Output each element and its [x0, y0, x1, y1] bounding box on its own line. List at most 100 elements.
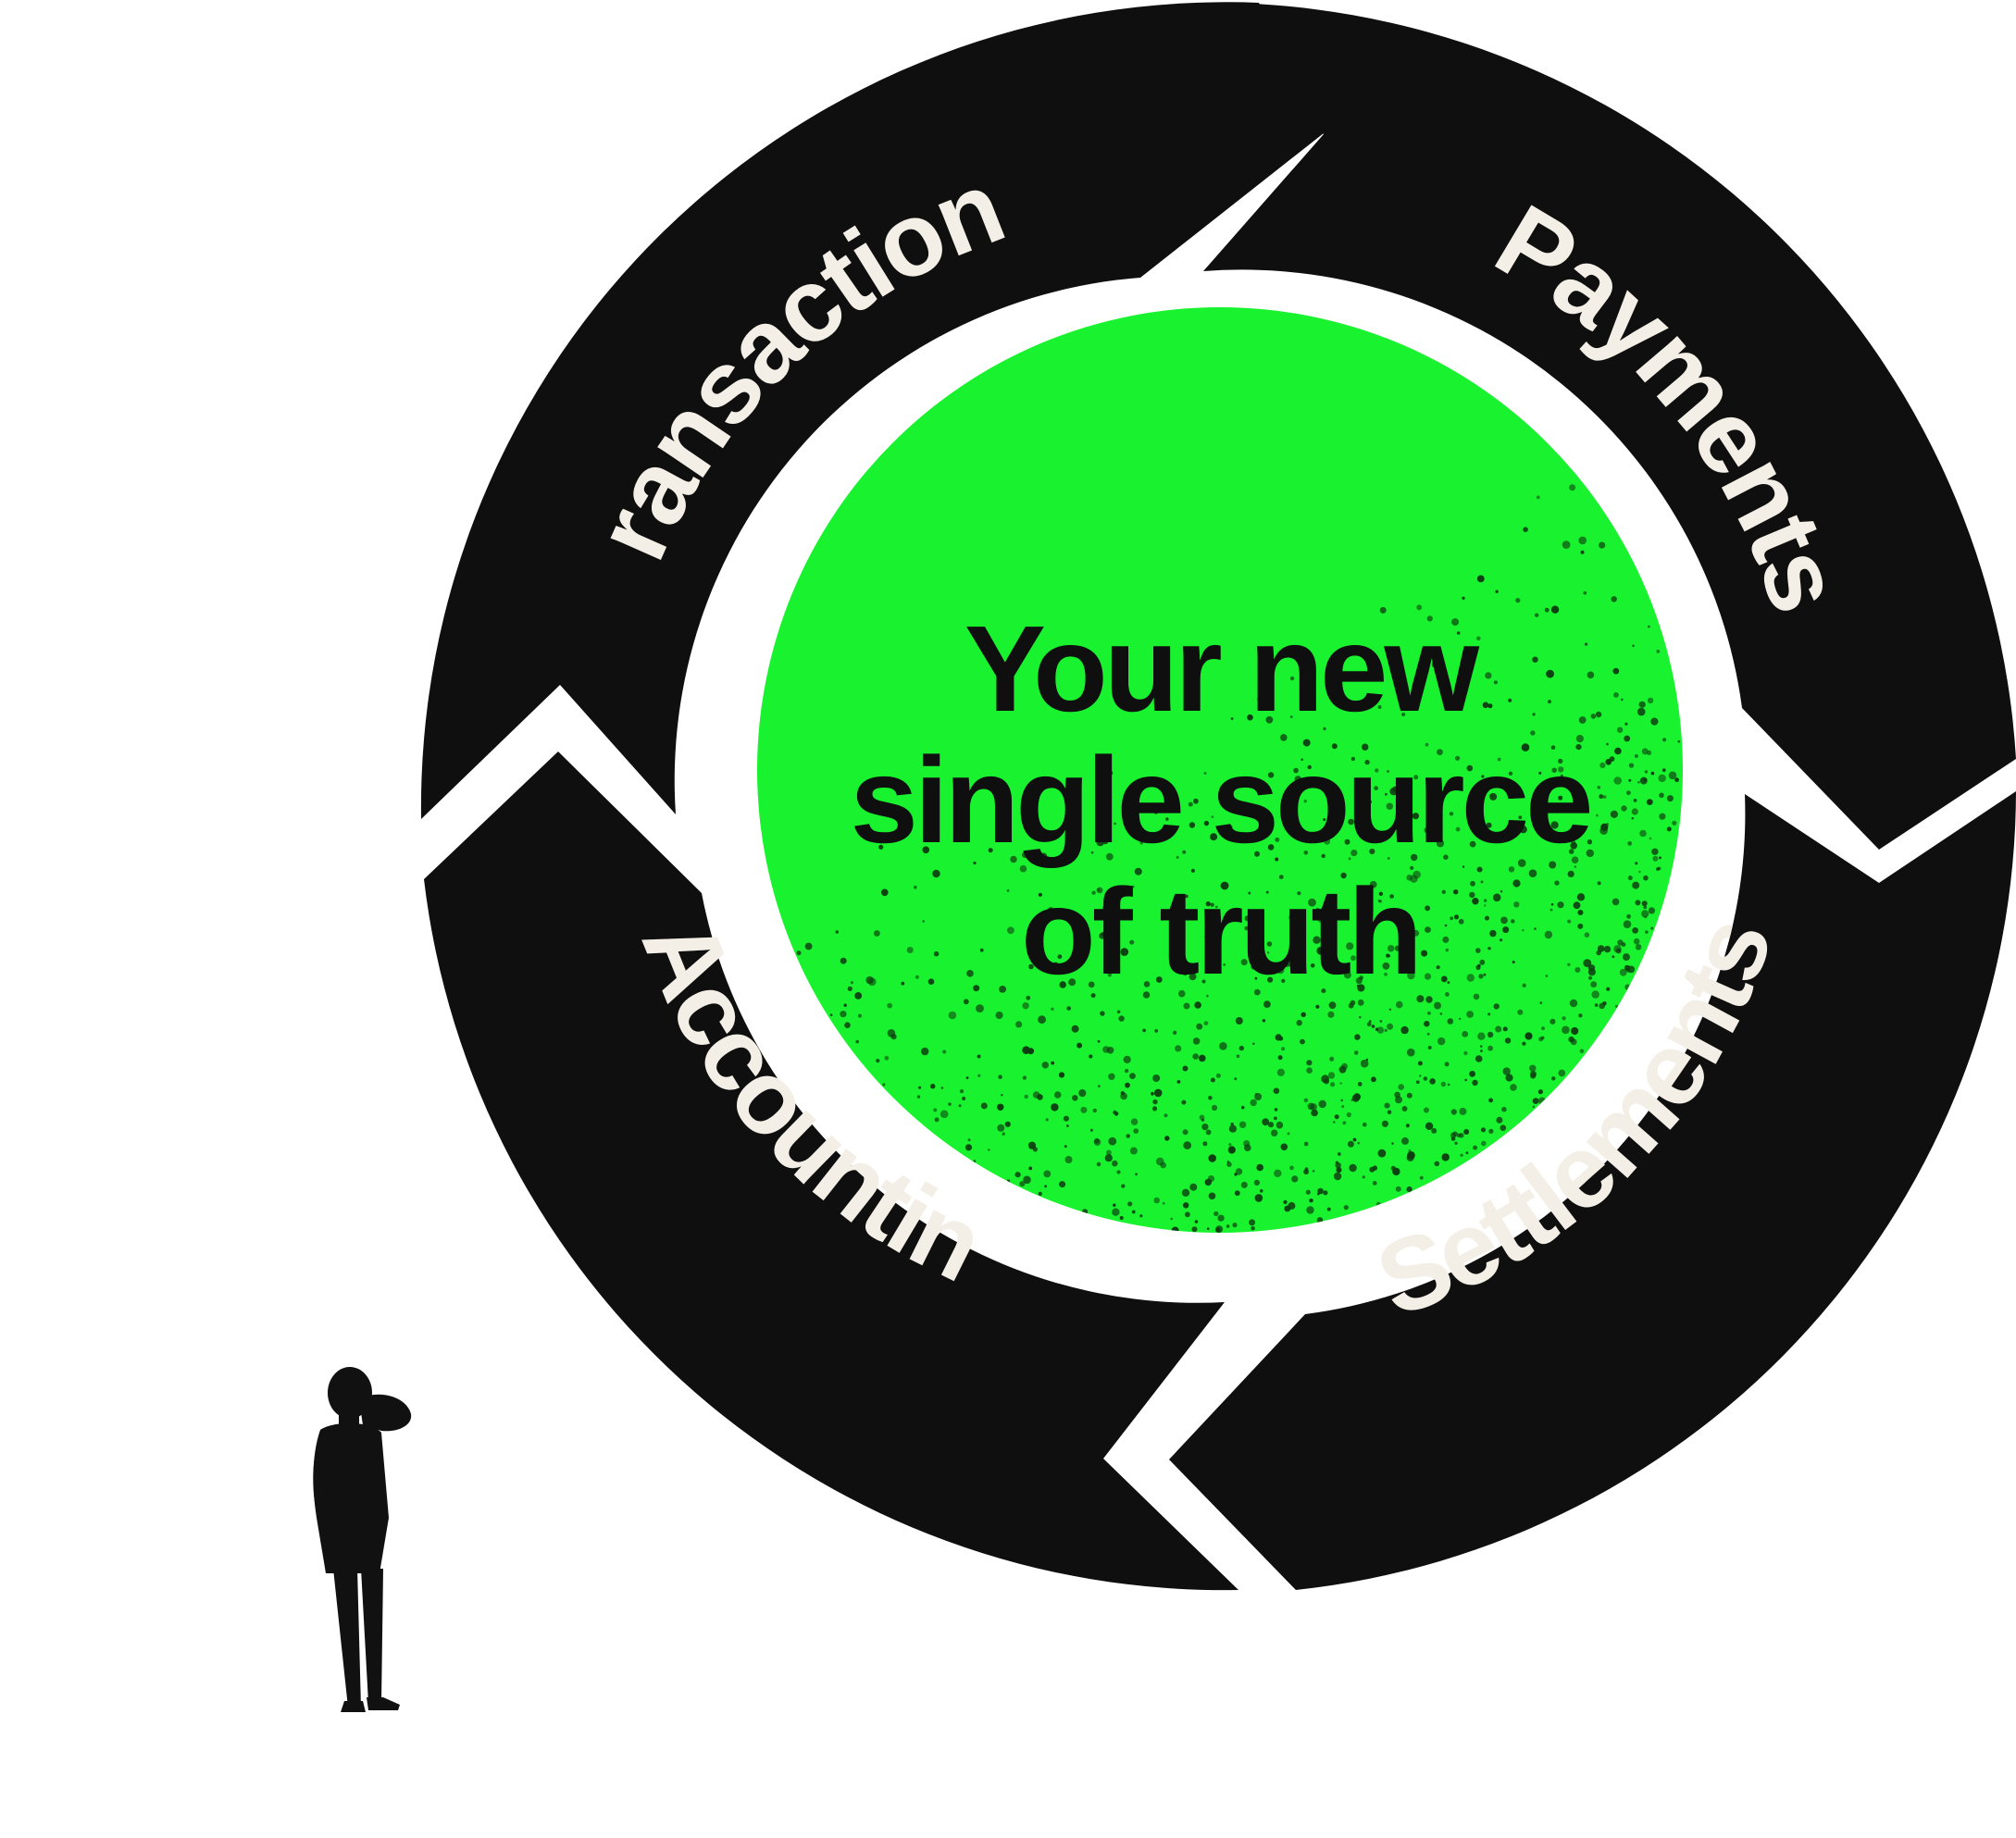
speckle-dot	[1217, 1214, 1225, 1222]
speckle-dot	[1183, 1002, 1190, 1010]
speckle-dot	[1577, 923, 1584, 929]
speckle-dot	[930, 1084, 936, 1089]
speckle-dot	[1379, 1020, 1383, 1023]
speckle-dot	[1473, 1145, 1478, 1150]
speckle-dot	[1344, 838, 1350, 845]
speckle-dot	[1339, 1082, 1342, 1085]
speckle-dot	[1123, 1055, 1131, 1063]
speckle-dot	[1350, 1099, 1353, 1101]
speckle-dot	[1196, 1023, 1203, 1030]
speckle-dot	[1558, 758, 1563, 764]
speckle-dot	[1323, 1190, 1328, 1196]
speckle-dot	[1240, 1105, 1245, 1110]
speckle-dot	[1090, 851, 1094, 854]
speckle-dot	[1350, 850, 1358, 857]
center-title-line-1: Your new	[964, 601, 1480, 737]
speckle-dot	[1265, 890, 1269, 894]
speckle-dot	[1304, 1167, 1309, 1172]
speckle-dot	[1332, 1121, 1336, 1124]
speckle-dot	[1532, 1105, 1536, 1109]
speckle-dot	[964, 1144, 973, 1151]
speckle-dot	[1488, 1098, 1493, 1103]
speckle-dot	[1567, 962, 1571, 967]
speckle-dot	[1672, 820, 1677, 826]
speckle-dot	[940, 1087, 944, 1089]
speckle-dot	[1656, 650, 1661, 653]
speckle-dot	[1515, 598, 1521, 603]
speckle-dot	[1205, 952, 1209, 956]
speckle-dot	[988, 1149, 990, 1151]
speckle-dot	[1585, 642, 1588, 646]
speckle-dot	[1459, 1107, 1467, 1115]
speckle-dot	[1623, 953, 1630, 962]
speckle-dot	[1108, 1073, 1115, 1081]
speckle-dot	[922, 920, 925, 923]
speckle-dot	[942, 1049, 947, 1054]
speckle-dot	[1578, 536, 1587, 545]
speckle-dot	[1519, 826, 1527, 834]
speckle-dot	[1480, 880, 1484, 884]
speckle-dot	[1369, 1166, 1375, 1173]
speckle-dot	[1476, 866, 1483, 873]
speckle-dot	[1089, 1054, 1093, 1059]
speckle-dot	[1363, 894, 1366, 898]
speckle-dot	[1584, 932, 1590, 938]
speckle-dot	[1567, 919, 1572, 924]
speckle-dot	[1587, 839, 1593, 845]
speckle-dot	[933, 950, 940, 957]
speckle-dot	[1410, 865, 1414, 871]
speckle-dot	[1152, 1099, 1158, 1105]
speckle-dot	[1275, 1034, 1282, 1041]
speckle-dot	[1425, 742, 1429, 747]
speckle-dot	[1343, 1205, 1349, 1211]
speckle-dot	[1204, 932, 1213, 941]
speckle-dot	[878, 844, 884, 850]
speckle-dot	[1230, 717, 1234, 720]
speckle-dot	[1441, 889, 1447, 894]
speckle-dot	[1661, 768, 1666, 773]
speckle-dot	[1530, 1073, 1537, 1079]
speckle-dot	[1583, 590, 1587, 595]
speckle-dot	[1442, 936, 1450, 943]
speckle-dot	[1377, 705, 1382, 709]
speckle-dot	[1648, 907, 1655, 914]
speckle-dot	[1377, 1149, 1387, 1158]
speckle-dot	[1143, 981, 1151, 987]
speckle-dot	[958, 1104, 962, 1108]
speckle-dot	[1624, 984, 1631, 990]
speckle-dot	[1047, 907, 1054, 913]
speckle-dot	[1253, 1179, 1260, 1186]
speckle-dot	[1022, 851, 1028, 858]
speckle-dot	[1614, 747, 1622, 755]
speckle-dot	[1458, 1017, 1462, 1021]
speckle-dot	[1416, 604, 1423, 611]
speckle-dot	[1619, 968, 1627, 976]
speckle-dot	[1093, 1138, 1101, 1146]
speckle-dot	[1125, 1082, 1130, 1088]
speckle-dot	[1152, 1074, 1161, 1082]
speckle-dot	[1427, 1046, 1432, 1049]
speckle-dot	[1645, 930, 1649, 934]
speckle-dot	[1557, 901, 1564, 909]
speckle-dot	[1088, 981, 1095, 988]
speckle-dot	[1342, 1121, 1347, 1125]
speckle-dot	[932, 869, 940, 878]
speckle-dot	[1473, 993, 1480, 1000]
speckle-dot	[1575, 744, 1582, 751]
speckle-dot	[1117, 890, 1121, 894]
speckle-dot	[1151, 1106, 1158, 1111]
speckle-dot	[1549, 1018, 1556, 1025]
speckle-dot	[1606, 742, 1609, 746]
speckle-dot	[1530, 730, 1536, 736]
speckle-dot	[1643, 777, 1648, 782]
speckle-dot	[1002, 1132, 1005, 1136]
speckle-dot	[1633, 799, 1637, 802]
speckle-dot	[1134, 867, 1142, 876]
speckle-dot	[1300, 758, 1303, 761]
speckle-dot	[1517, 1009, 1524, 1015]
speckle-dot	[1504, 1037, 1512, 1044]
speckle-dot	[1425, 905, 1430, 912]
speckle-dot	[854, 992, 863, 1000]
speckle-dot	[1624, 722, 1628, 726]
speckle-dot	[1210, 833, 1218, 841]
